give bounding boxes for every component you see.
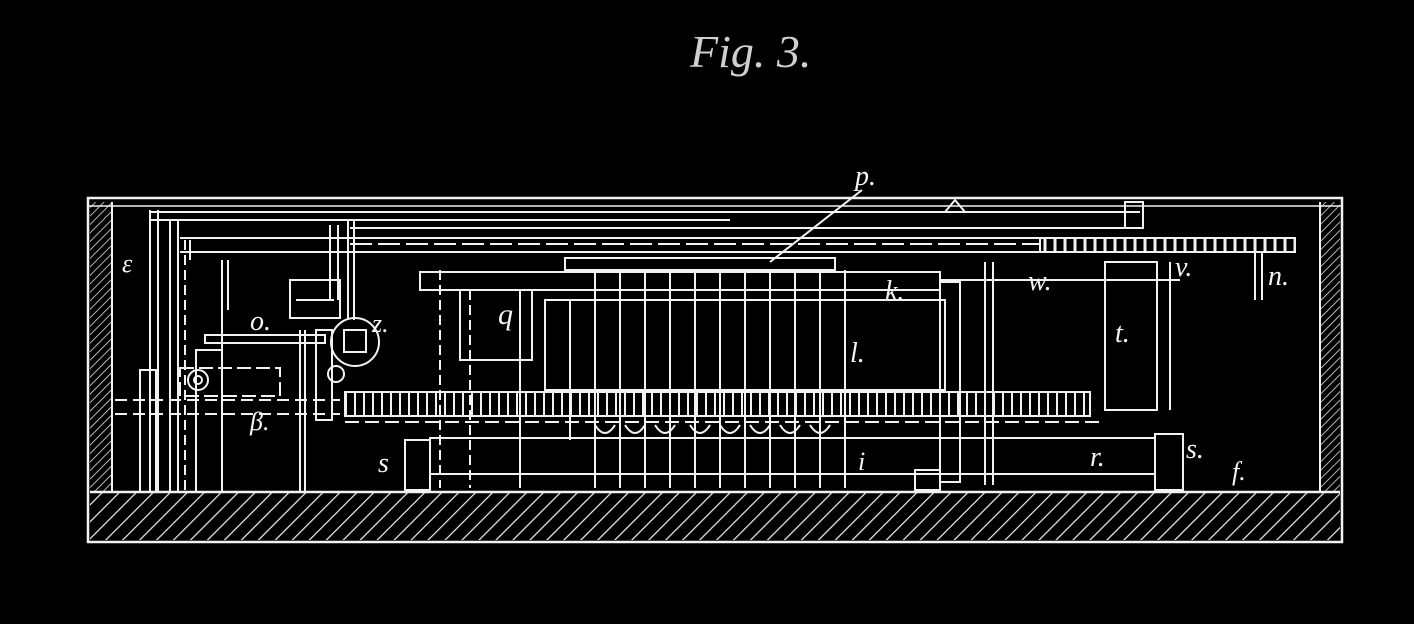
label-w: w. bbox=[1028, 266, 1052, 297]
left-mechanism bbox=[115, 220, 380, 421]
casing bbox=[86, 196, 1344, 544]
label-r: r. bbox=[1090, 442, 1105, 473]
label-i: i bbox=[858, 447, 865, 476]
label-o: o. bbox=[250, 306, 271, 337]
top-rails bbox=[150, 198, 1296, 300]
label-z: z. bbox=[371, 309, 389, 338]
left-frame bbox=[139, 210, 306, 493]
label-epsilon: ε bbox=[122, 249, 133, 278]
part-labels: ε p. v. n. w. k. t. l. q o. z. β. s s. r… bbox=[122, 161, 1289, 486]
label-f: f. bbox=[1232, 457, 1246, 486]
label-q: q bbox=[498, 298, 513, 331]
vertical-combs bbox=[439, 270, 846, 488]
label-t: t. bbox=[1115, 318, 1130, 349]
label-l: l. bbox=[850, 338, 865, 369]
leader-p bbox=[769, 189, 863, 263]
label-v: v. bbox=[1175, 252, 1192, 283]
base-plate bbox=[90, 490, 1340, 540]
horizontal-rack bbox=[344, 391, 1091, 417]
central-frame bbox=[419, 257, 1180, 485]
label-p: p. bbox=[853, 161, 876, 192]
lower-beams bbox=[345, 421, 1184, 491]
label-s-right: s. bbox=[1186, 434, 1204, 465]
label-n: n. bbox=[1268, 261, 1289, 292]
label-k: k. bbox=[885, 276, 904, 307]
label-s-left: s bbox=[378, 448, 389, 479]
figure-title: Fig. 3. bbox=[690, 26, 812, 77]
label-beta: β. bbox=[249, 407, 269, 436]
side-walls bbox=[90, 202, 1340, 492]
